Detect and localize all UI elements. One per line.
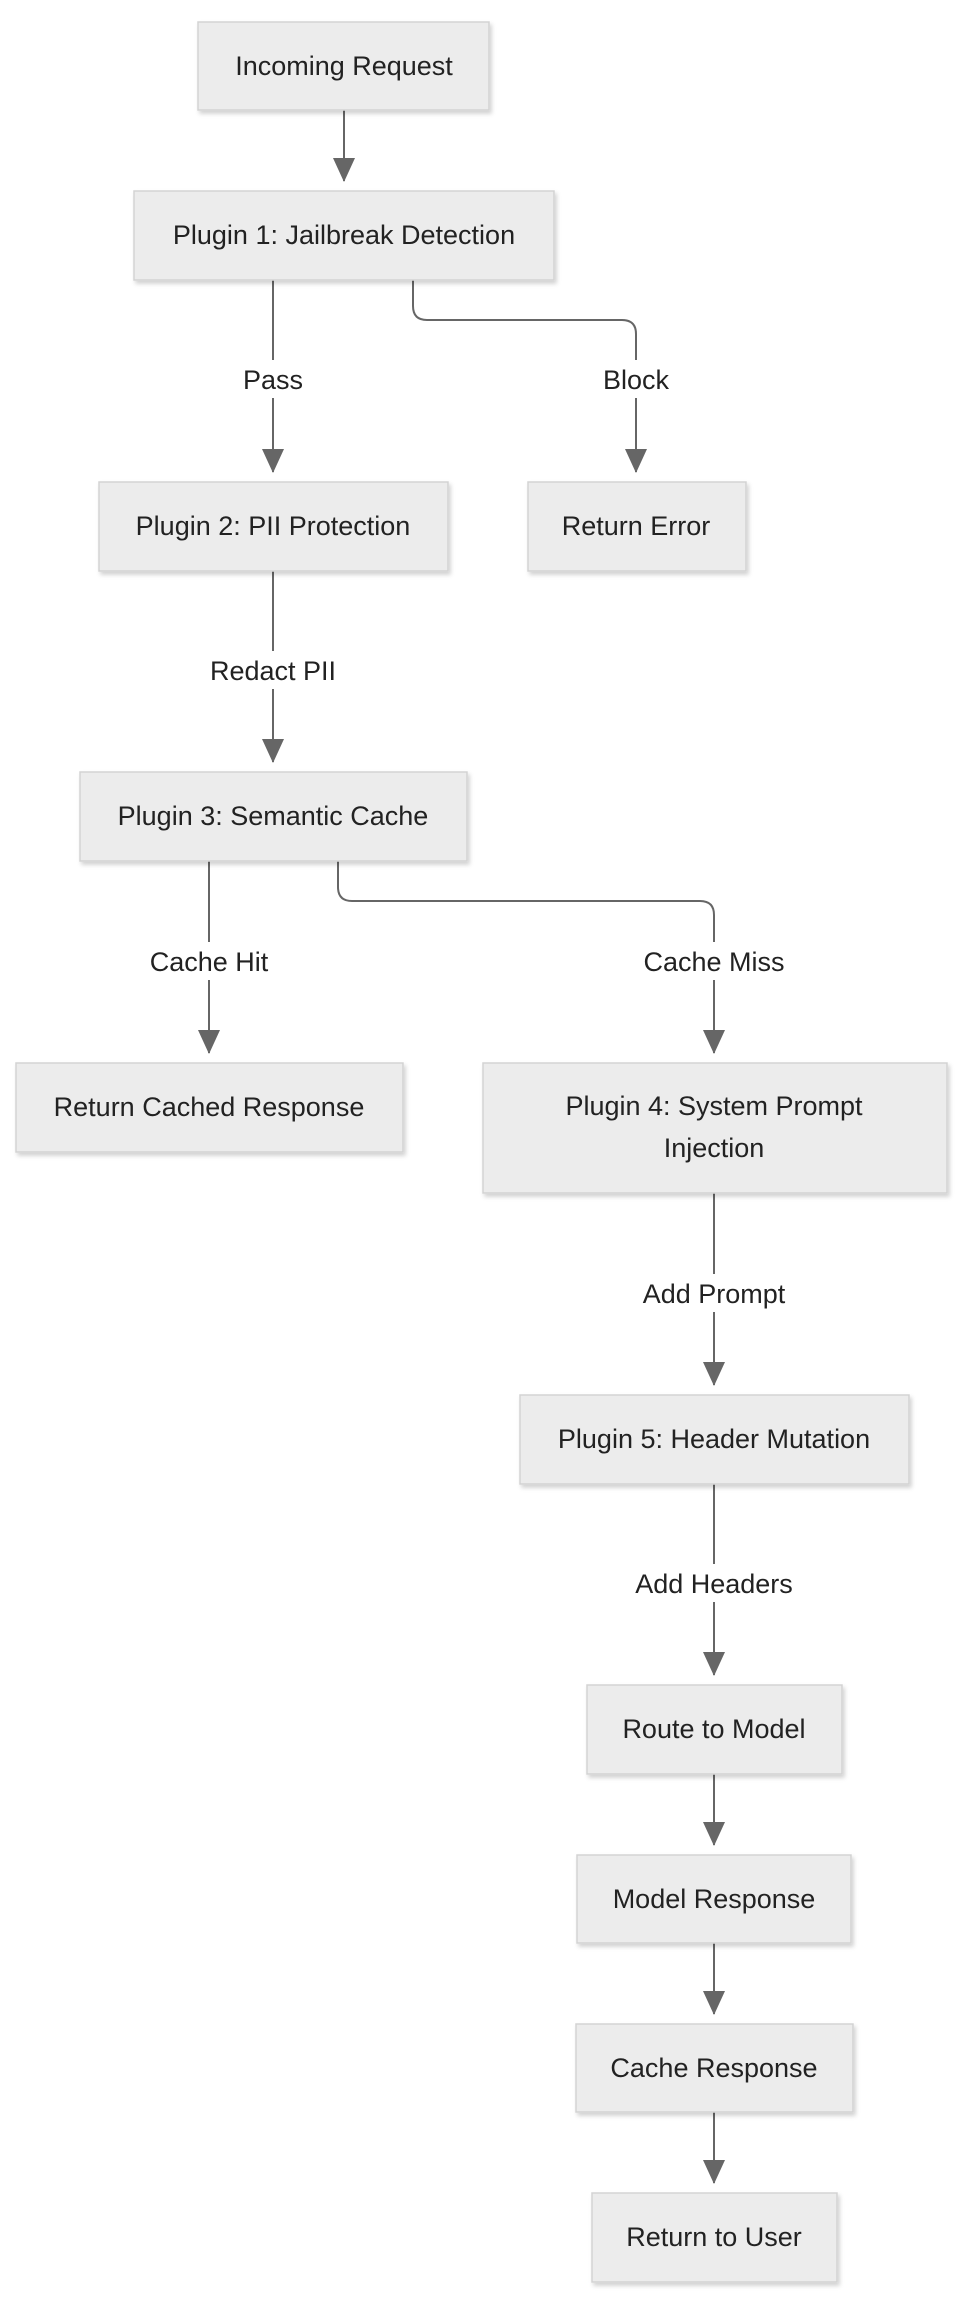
svg-text:Model Response: Model Response (613, 1884, 816, 1914)
node-plugin3-semantic-cache: Plugin 3: Semantic Cache (79, 771, 468, 862)
svg-text:Return Cached Response: Return Cached Response (54, 1092, 365, 1122)
edge-label-cache-miss: Cache Miss (643, 947, 784, 977)
edge-label-cache-hit: Cache Hit (150, 947, 269, 977)
svg-text:Plugin 3: Semantic Cache: Plugin 3: Semantic Cache (118, 801, 429, 831)
node-return-cached-response: Return Cached Response (15, 1062, 404, 1153)
edge-label-pass: Pass (243, 365, 303, 395)
svg-text:Return to User: Return to User (626, 2222, 802, 2252)
node-plugin1-jailbreak-detection: Plugin 1: Jailbreak Detection (133, 190, 555, 281)
node-model-response: Model Response (576, 1854, 852, 1944)
node-return-error: Return Error (527, 481, 747, 572)
node-plugin5-header-mutation: Plugin 5: Header Mutation (519, 1394, 910, 1485)
svg-text:Plugin 1: Jailbreak Detection: Plugin 1: Jailbreak Detection (173, 220, 515, 250)
edge-cache-miss (337, 861, 725, 1054)
node-return-to-user: Return to User (591, 2192, 838, 2283)
svg-text:Injection: Injection (664, 1133, 765, 1163)
svg-text:Plugin 2: PII Protection: Plugin 2: PII Protection (136, 511, 411, 541)
node-incoming-request: Incoming Request (197, 21, 490, 111)
svg-text:Incoming Request: Incoming Request (235, 51, 453, 81)
svg-text:Route to Model: Route to Model (622, 1714, 805, 1744)
node-route-to-model: Route to Model (586, 1684, 843, 1775)
node-plugin2-pii-protection: Plugin 2: PII Protection (98, 481, 449, 572)
node-plugin4-system-prompt-injection: Plugin 4: System Prompt Injection (482, 1062, 948, 1194)
edge-label-add-prompt: Add Prompt (643, 1279, 786, 1309)
edge-label-add-headers: Add Headers (635, 1569, 793, 1599)
svg-text:Plugin 5: Header Mutation: Plugin 5: Header Mutation (558, 1424, 870, 1454)
node-cache-response: Cache Response (575, 2023, 854, 2113)
svg-text:Cache Response: Cache Response (610, 2053, 817, 2083)
edge-block (412, 280, 647, 473)
edge-label-block: Block (603, 365, 670, 395)
edge-label-redact-pii: Redact PII (210, 656, 336, 686)
svg-text:Return Error: Return Error (562, 511, 711, 541)
svg-text:Plugin 4: System Prompt: Plugin 4: System Prompt (565, 1091, 863, 1121)
